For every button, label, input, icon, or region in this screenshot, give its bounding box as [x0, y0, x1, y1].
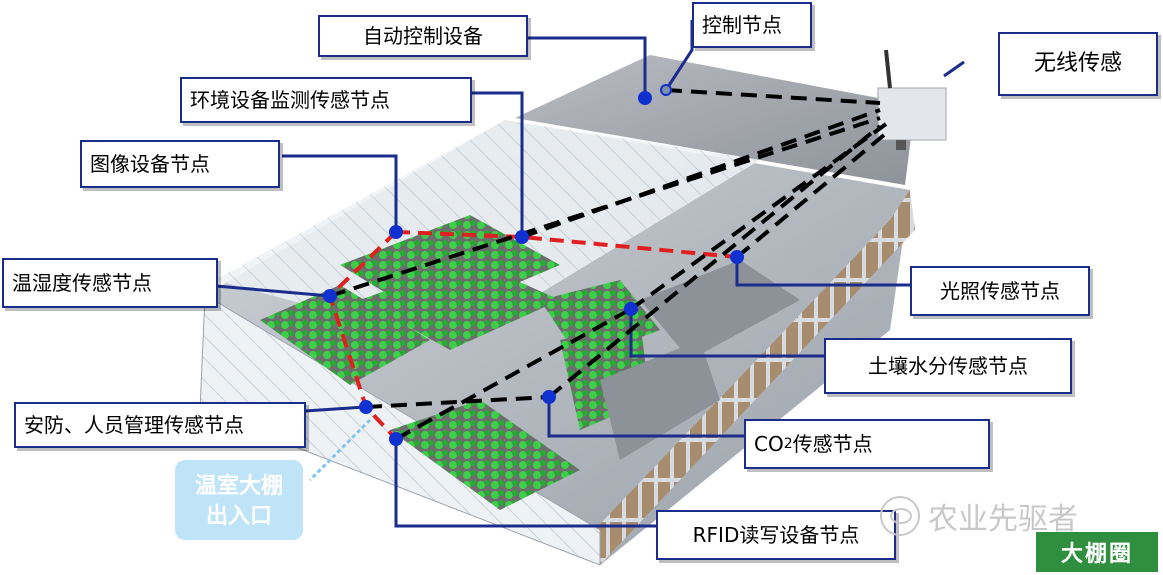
- label-light-node: 光照传感节点: [910, 266, 1090, 316]
- node-image: [389, 225, 403, 239]
- label-security: 安防、人员管理传感节点: [14, 402, 306, 448]
- node-co2: [542, 390, 556, 404]
- node-soil: [624, 302, 638, 316]
- entrance-line-1: 温室大棚: [175, 472, 303, 502]
- co2-prefix: CO: [754, 434, 784, 454]
- label-env-monitor: 环境设备监测传感节点: [180, 77, 472, 123]
- node-control: [661, 85, 671, 95]
- label-auto-control: 自动控制设备: [318, 15, 528, 57]
- node-temp: [323, 289, 337, 303]
- node-env: [515, 230, 529, 244]
- wechat-icon: [880, 496, 920, 536]
- leader-wireless: [944, 62, 964, 76]
- entrance-callout: 温室大棚 出入口: [175, 460, 303, 540]
- node-light: [730, 250, 744, 264]
- label-temp-humidity: 温湿度传感节点: [2, 258, 218, 308]
- label-soil-moisture: 土壤水分传感节点: [824, 338, 1072, 394]
- label-image-node: 图像设备节点: [80, 140, 280, 188]
- entrance-line-2: 出入口: [175, 502, 303, 532]
- node-rfid: [389, 432, 403, 446]
- node-auto-control: [638, 91, 652, 105]
- co2-subscript: 2: [784, 437, 793, 451]
- brand-logo: 大棚圈: [1036, 532, 1158, 572]
- label-rfid: RFID读写设备节点: [656, 510, 896, 560]
- co2-suffix: 传感节点: [793, 434, 873, 454]
- node-security: [359, 400, 373, 414]
- label-wireless: 无线传感: [998, 32, 1158, 96]
- wireless-sensor-device: [878, 50, 946, 150]
- label-control-node: 控制节点: [692, 2, 812, 48]
